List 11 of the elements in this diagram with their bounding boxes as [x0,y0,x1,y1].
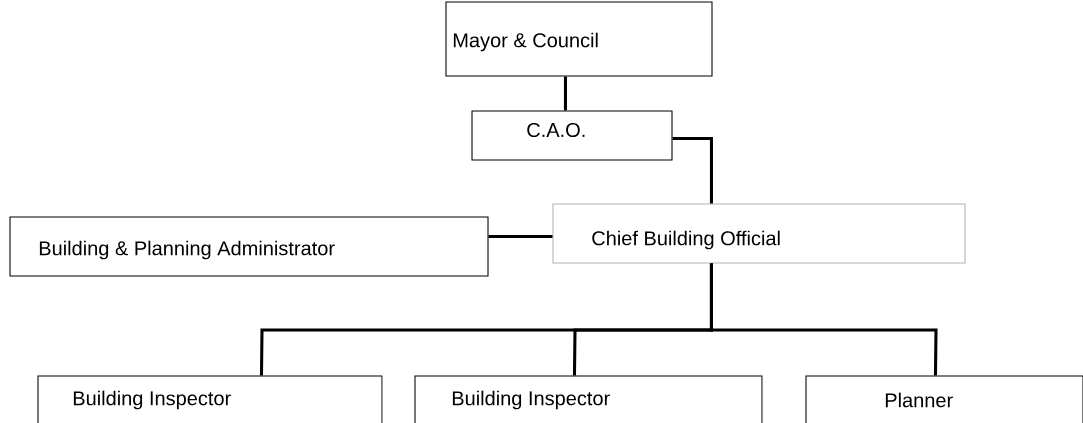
org-box: Mayor & Council [445,1,713,77]
org-box: C.A.O. [471,110,673,161]
connector-line [563,76,567,111]
org-box: Planner [805,375,1083,423]
connector-line [488,234,553,238]
org-box: Building & Planning Administrator [9,216,489,277]
connector-line [672,136,713,204]
connector-line [709,263,938,376]
org-box: Building Inspector [414,375,763,423]
org-box: Building Inspector [37,375,383,423]
org-box: Chief Building Official [552,203,966,264]
